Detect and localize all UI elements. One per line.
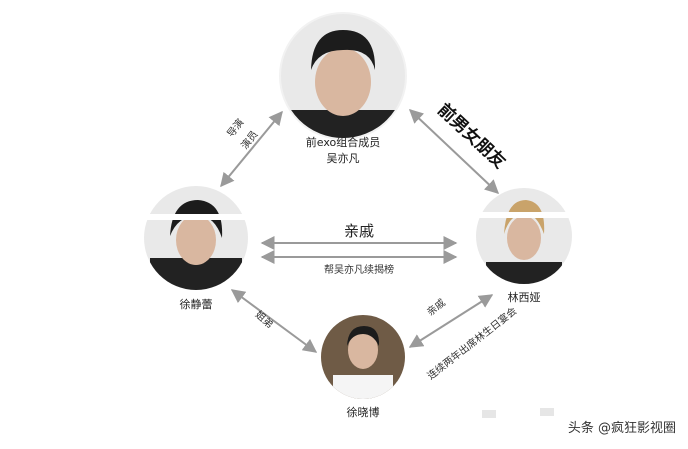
- edge-top-right: [408, 109, 500, 194]
- node-bottom-label: 徐晓博: [347, 405, 380, 419]
- node-right-label: 林西娅: [508, 290, 541, 304]
- node-top-avatar: [280, 13, 406, 139]
- edge-left-right-bottom-label: 帮吴亦凡续揭榜: [324, 263, 394, 276]
- node-top-line1: 前exo组合成员: [306, 135, 380, 149]
- watermark: 头条 @疯狂影视圈: [482, 408, 676, 436]
- edge-top-left-label-2: 演员: [238, 128, 261, 152]
- node-left-label: 徐静蕾: [180, 297, 213, 311]
- watermark-text: 头条 @疯狂影视圈: [568, 420, 676, 436]
- edge-top-left-label-1: 导演: [224, 116, 247, 140]
- edge-top-left: [220, 110, 283, 188]
- node-right-avatar: [476, 188, 572, 284]
- node-top-line2: 吴亦凡: [327, 151, 360, 165]
- edge-right-bottom: [408, 294, 494, 348]
- node-bottom-avatar: [321, 315, 405, 399]
- node-left-avatar: [144, 186, 248, 290]
- edge-left-bottom: [230, 289, 318, 353]
- edge-right-bottom-label-a: 亲戚: [424, 296, 448, 319]
- edge-left-right-top-label: 亲戚: [344, 222, 374, 240]
- edge-top-right-label: 前男女朋友: [434, 99, 510, 172]
- edge-right-bottom-label-b: 连续两年出席林生日宴会: [425, 304, 520, 382]
